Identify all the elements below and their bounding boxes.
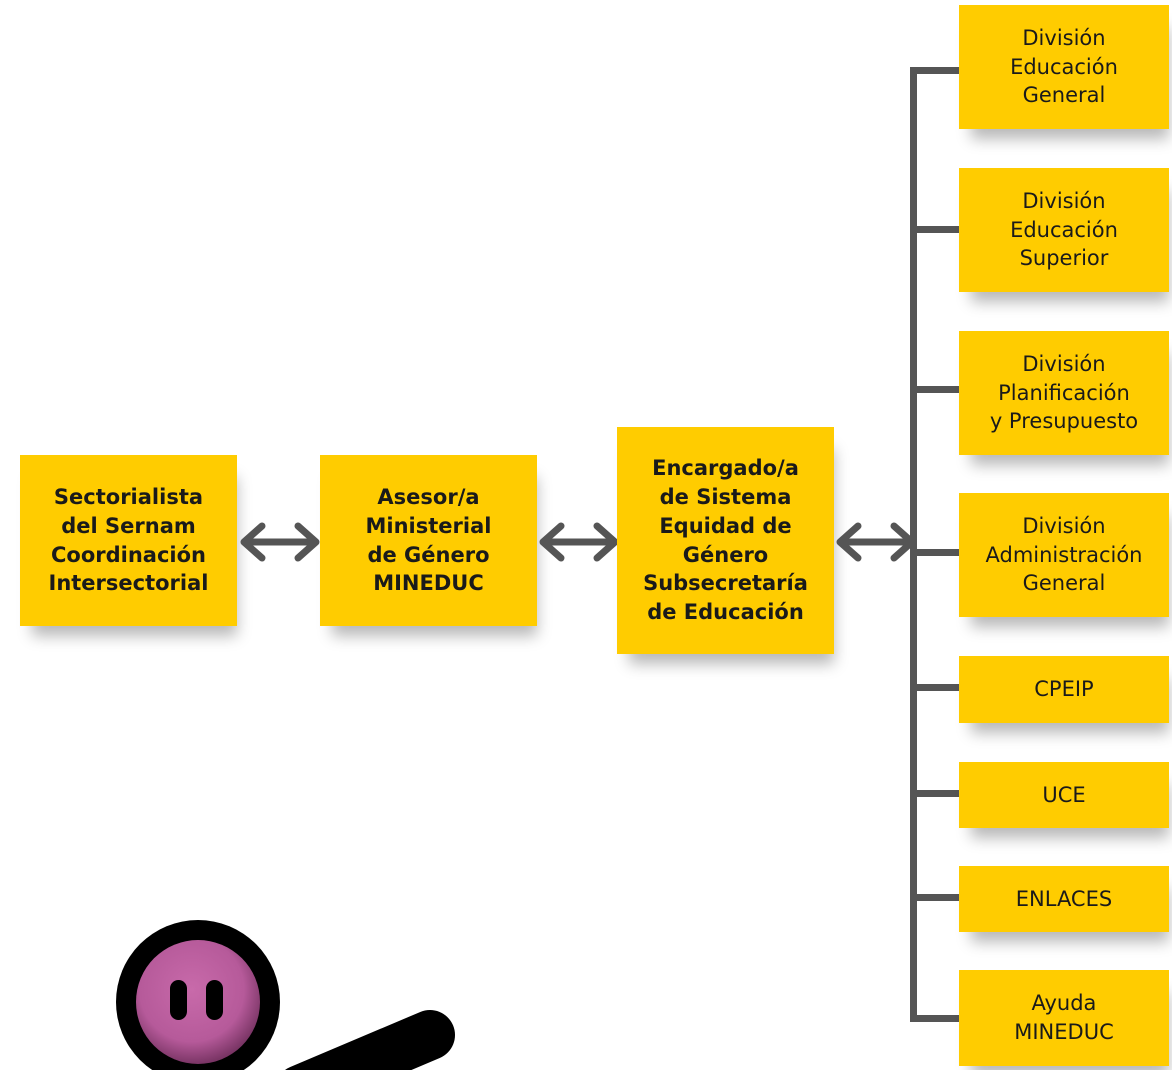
division-label: División Planificación y Presupuesto: [989, 351, 1139, 434]
division-label: División Educación General: [1010, 25, 1118, 108]
node-sernam-label: Sectorialista del Sernam Coordinación In…: [48, 484, 209, 596]
division-label: UCE: [1042, 782, 1086, 807]
double-arrow-icon: [539, 522, 619, 562]
division-label: División Educación Superior: [1010, 188, 1118, 271]
connector-branch: [910, 790, 960, 797]
division-box: División Educación Superior: [959, 168, 1169, 292]
node-asesor-label: Asesor/a Ministerial de Género MINEDUC: [365, 484, 492, 596]
connector-branch: [910, 684, 960, 691]
division-box: División Educación General: [959, 5, 1169, 129]
connector-branch: [910, 67, 960, 74]
division-label: División Administración General: [985, 513, 1143, 596]
division-label: Ayuda MINEDUC: [1014, 991, 1114, 1044]
division-box: CPEIP: [959, 656, 1169, 723]
division-label: ENLACES: [1015, 886, 1113, 911]
connector-branch: [910, 1015, 960, 1022]
node-asesor: Asesor/a Ministerial de Género MINEDUC: [320, 455, 537, 626]
connector-branch: [910, 226, 960, 233]
division-label: CPEIP: [1034, 677, 1094, 702]
connector-branch: [910, 386, 960, 393]
connector-branch: [910, 894, 960, 901]
division-box: ENLACES: [959, 866, 1169, 932]
connector-branch: [910, 549, 960, 556]
division-box: División Planificación y Presupuesto: [959, 331, 1169, 455]
node-sernam: Sectorialista del Sernam Coordinación In…: [20, 455, 237, 626]
division-box: Ayuda MINEDUC: [959, 970, 1169, 1066]
division-box: División Administración General: [959, 493, 1169, 617]
node-encargado-label: Encargado/a de Sistema Equidad de Género…: [643, 455, 808, 625]
connector-vertical: [910, 67, 917, 1020]
double-arrow-icon: [240, 522, 320, 562]
division-box: UCE: [959, 762, 1169, 828]
node-encargado: Encargado/a de Sistema Equidad de Género…: [617, 427, 834, 654]
